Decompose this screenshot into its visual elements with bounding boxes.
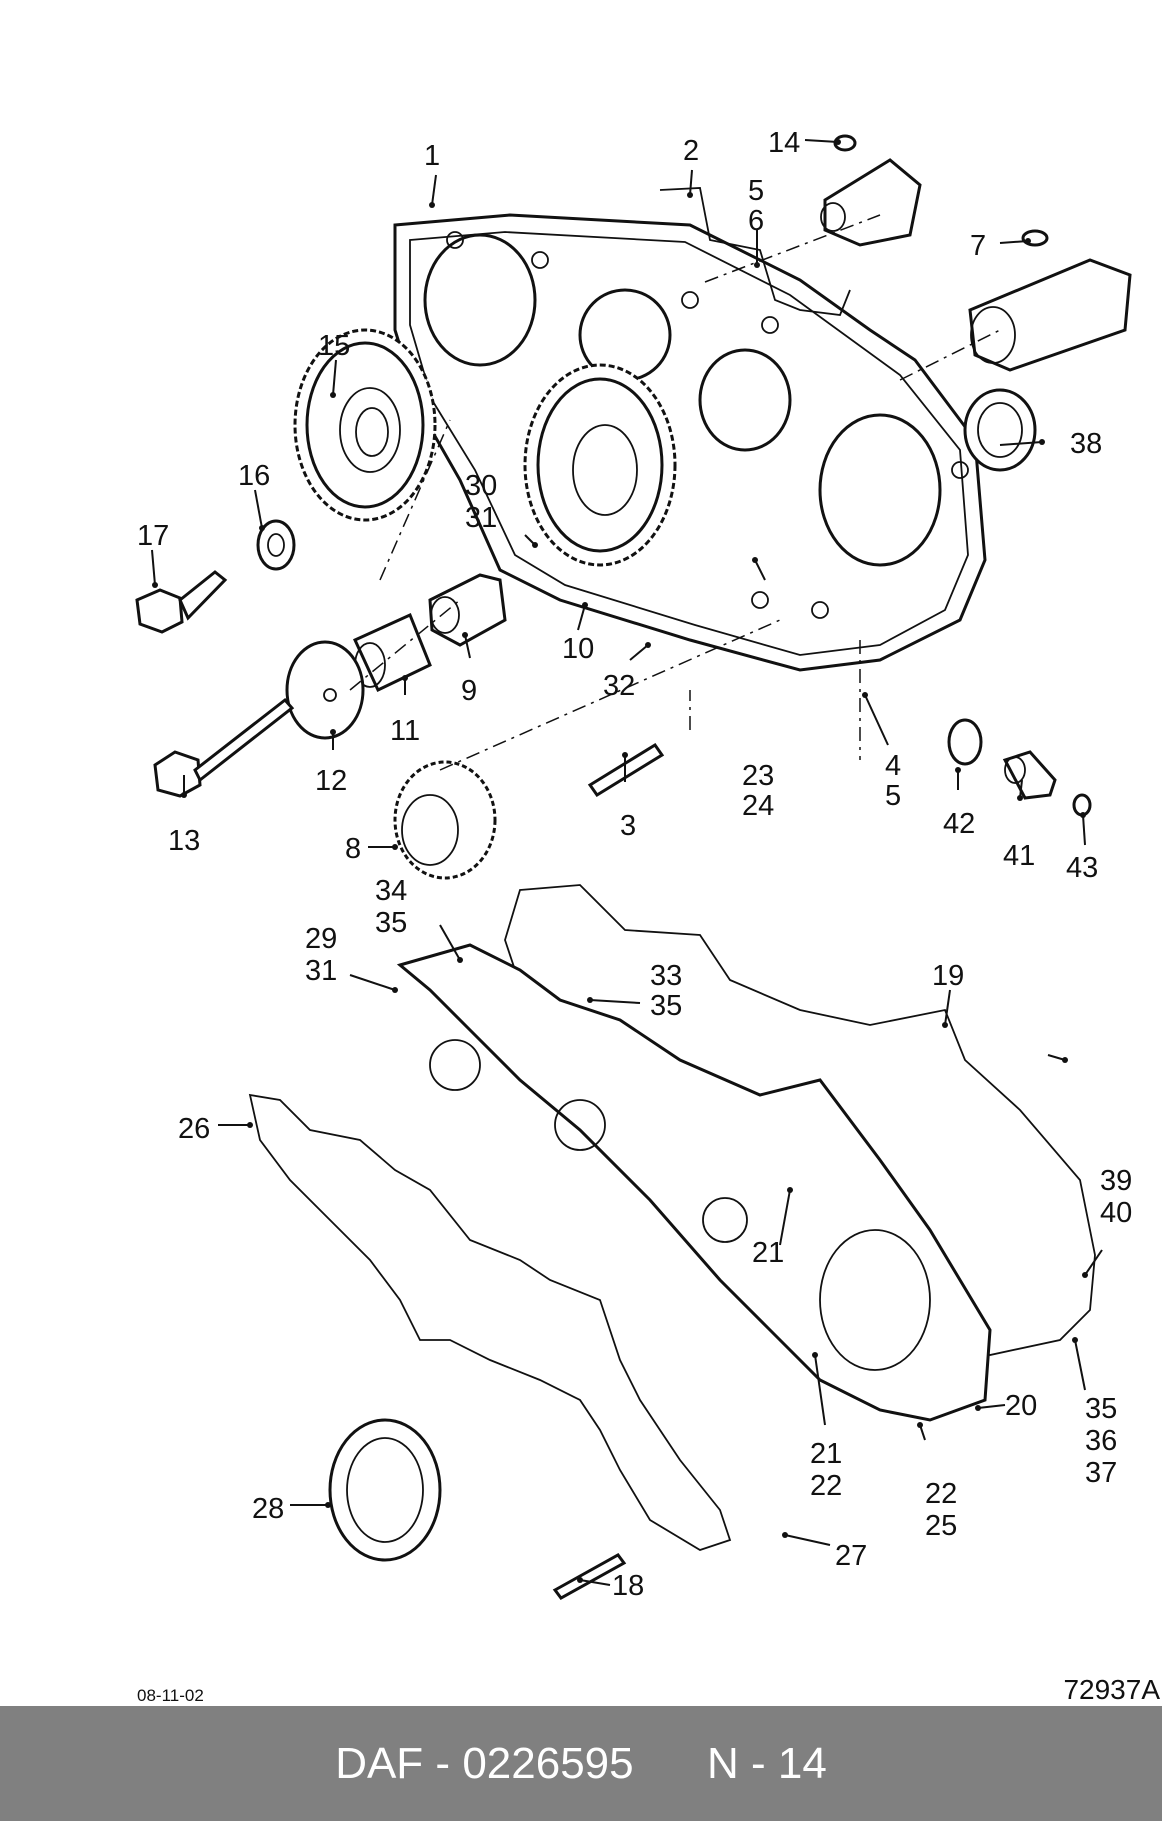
bolt-13 — [153, 697, 295, 798]
label-35-mid: 35 — [650, 990, 682, 1022]
label-19: 19 — [932, 960, 964, 992]
leader-lines — [151, 139, 1103, 1586]
exploded-parts-diagram: 1 2 3 4 5 5 6 7 8 9 10 11 12 13 14 15 16… — [135, 127, 1132, 1602]
sleeve-and-shaft — [820, 134, 1132, 372]
label-32: 32 — [603, 670, 635, 702]
housing-gasket — [659, 187, 851, 316]
label-6: 6 — [748, 205, 764, 237]
drawing-code: 72937A — [1063, 1674, 1160, 1705]
label-27: 27 — [835, 1540, 867, 1572]
hub-9 — [428, 573, 507, 647]
footer-page: N - 14 — [706, 1738, 827, 1788]
pin-18 — [552, 1553, 627, 1600]
label-34: 34 — [375, 875, 407, 907]
label-15: 15 — [318, 330, 350, 362]
label-26: 26 — [178, 1113, 210, 1145]
label-17: 17 — [137, 520, 169, 552]
footer-bar: DAF - 0226595 N - 14 — [0, 1706, 1162, 1821]
footer-part-number: 0226595 — [462, 1738, 634, 1788]
label-31-lower: 31 — [305, 955, 337, 987]
label-24: 24 — [742, 790, 774, 822]
callout-labels: 1 2 3 4 5 5 6 7 8 9 10 11 12 13 14 15 16… — [137, 127, 1132, 1602]
label-16: 16 — [238, 460, 270, 492]
label-38: 38 — [1070, 428, 1102, 460]
label-13: 13 — [168, 825, 200, 857]
label-40: 40 — [1100, 1197, 1132, 1229]
label-31: 31 — [465, 502, 497, 534]
washer-16 — [256, 519, 296, 571]
crank-gear-8 — [393, 760, 497, 880]
label-28: 28 — [252, 1493, 284, 1525]
label-37: 37 — [1085, 1457, 1117, 1489]
label-30: 30 — [465, 470, 497, 502]
label-18: 18 — [612, 1570, 644, 1602]
drawing-date: 08-11-02 — [137, 1686, 204, 1705]
footer-space — [450, 1739, 462, 1789]
label-42: 42 — [943, 808, 975, 840]
label-25: 25 — [925, 1510, 957, 1542]
label-1: 1 — [424, 140, 440, 172]
label-43: 43 — [1066, 852, 1098, 884]
label-33: 33 — [650, 960, 682, 992]
label-22-lower: 22 — [925, 1478, 957, 1510]
footer-gap — [634, 1739, 707, 1789]
label-39: 39 — [1100, 1165, 1132, 1197]
label-35-right: 35 — [1085, 1393, 1117, 1425]
camshaft-gear — [293, 328, 437, 522]
footer-separator — [423, 1739, 435, 1789]
seal-38 — [963, 388, 1037, 472]
label-7: 7 — [970, 230, 986, 262]
front-cover-20 — [396, 943, 992, 1422]
label-11: 11 — [390, 715, 420, 747]
washer-42 — [947, 718, 983, 766]
bush-11 — [353, 612, 432, 693]
label-4: 4 — [885, 750, 901, 782]
label-23: 23 — [742, 760, 774, 792]
label-2: 2 — [683, 135, 699, 167]
label-9: 9 — [461, 675, 477, 707]
o-ring-43 — [1072, 793, 1092, 817]
gasket-26 — [248, 1093, 732, 1551]
footer-dash: - — [435, 1738, 451, 1788]
label-22: 22 — [810, 1470, 842, 1502]
label-29: 29 — [305, 923, 337, 955]
label-3: 3 — [620, 810, 636, 842]
label-36: 36 — [1085, 1425, 1117, 1457]
label-35-top: 35 — [375, 907, 407, 939]
washer-12 — [285, 640, 365, 740]
label-5: 5 — [748, 175, 764, 207]
label-10: 10 — [562, 633, 594, 665]
footer-brand: DAF — [335, 1738, 424, 1788]
label-8: 8 — [345, 833, 361, 865]
timing-case-housing — [393, 213, 987, 672]
label-12: 12 — [315, 765, 347, 797]
label-41: 41 — [1003, 840, 1035, 872]
idler-gear — [523, 363, 677, 567]
label-14: 14 — [768, 127, 800, 159]
label-21-lower: 21 — [810, 1438, 842, 1470]
label-20: 20 — [1005, 1390, 1037, 1422]
fitting-41 — [1002, 750, 1057, 800]
bolt-17 — [135, 570, 228, 634]
label-5-lower: 5 — [885, 780, 901, 812]
label-21: 21 — [752, 1237, 784, 1269]
